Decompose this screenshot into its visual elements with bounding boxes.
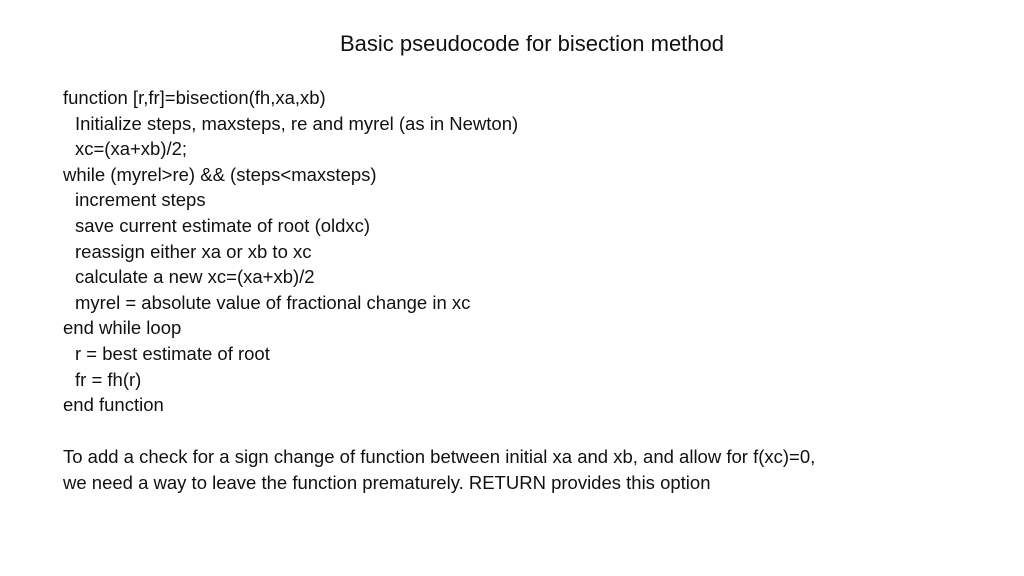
pseudocode-block: function [r,fr]=bisection(fh,xa,xb) Init… — [63, 85, 993, 418]
code-line: while (myrel>re) && (steps<maxsteps) — [63, 163, 377, 185]
code-line: end while loop — [63, 317, 182, 339]
code-line: function [r,fr]=bisection(fh,xa,xb) — [63, 87, 326, 108]
code-line: fr = fh(r) — [75, 368, 142, 390]
code-line: Initialize steps, maxsteps, re and myrel… — [75, 112, 519, 134]
note-line: To add a check for a sign change of func… — [63, 446, 816, 467]
code-line: save current estimate of root (oldxc) — [75, 214, 371, 236]
explanatory-note: To add a check for a sign change of func… — [63, 444, 1003, 495]
code-line: calculate a new xc=(xa+xb)/2 — [75, 266, 315, 288]
code-line: myrel = absolute value of fractional cha… — [75, 291, 471, 313]
note-line: we need a way to leave the function prem… — [63, 471, 711, 493]
code-line: reassign either xa or xb to xc — [75, 240, 312, 262]
code-line: end function — [63, 394, 164, 416]
code-line: xc=(xa+xb)/2; — [75, 138, 188, 160]
code-line: increment steps — [75, 189, 206, 211]
slide-title: Basic pseudocode for bisection method — [339, 31, 724, 56]
code-line: r = best estimate of root — [75, 342, 270, 364]
